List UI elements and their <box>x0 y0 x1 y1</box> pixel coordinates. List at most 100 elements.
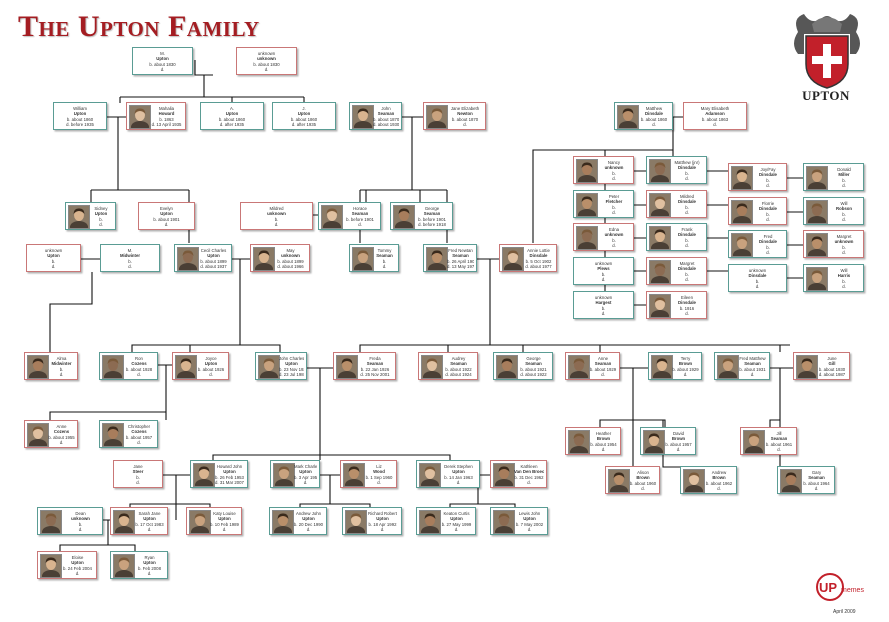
surname: unknown <box>604 232 624 238</box>
surname: Harris <box>837 273 851 279</box>
surname: Dinsdale <box>759 239 777 245</box>
given-name: Mildred <box>679 194 695 199</box>
birth-date: b. 20 Dec 1990 <box>293 521 324 527</box>
birth-date: b. 26 Feb 1953 <box>215 474 244 480</box>
given-name: Donald <box>837 167 851 172</box>
death-date: d. <box>527 527 532 533</box>
death-date: d. <box>59 372 64 378</box>
surname: Seaman <box>525 361 542 367</box>
surname: Seaman <box>351 211 369 217</box>
birth-date: b. 26 April 1901 <box>447 258 474 264</box>
death-date: d. <box>652 122 656 128</box>
death-date: d. <box>612 210 616 216</box>
given-name: Terry <box>680 356 691 361</box>
birth-date: b. <box>766 211 770 217</box>
given-name: Mary Elisabeth <box>700 106 730 111</box>
death-date: d. about 1924 <box>445 372 472 378</box>
birth-date: b. about 1962 <box>705 480 733 486</box>
surname: Seaman <box>376 253 393 259</box>
birth-date: b. <box>601 305 606 311</box>
given-name: Christopher <box>127 424 151 429</box>
death-date: d. about 1966 <box>277 264 304 270</box>
